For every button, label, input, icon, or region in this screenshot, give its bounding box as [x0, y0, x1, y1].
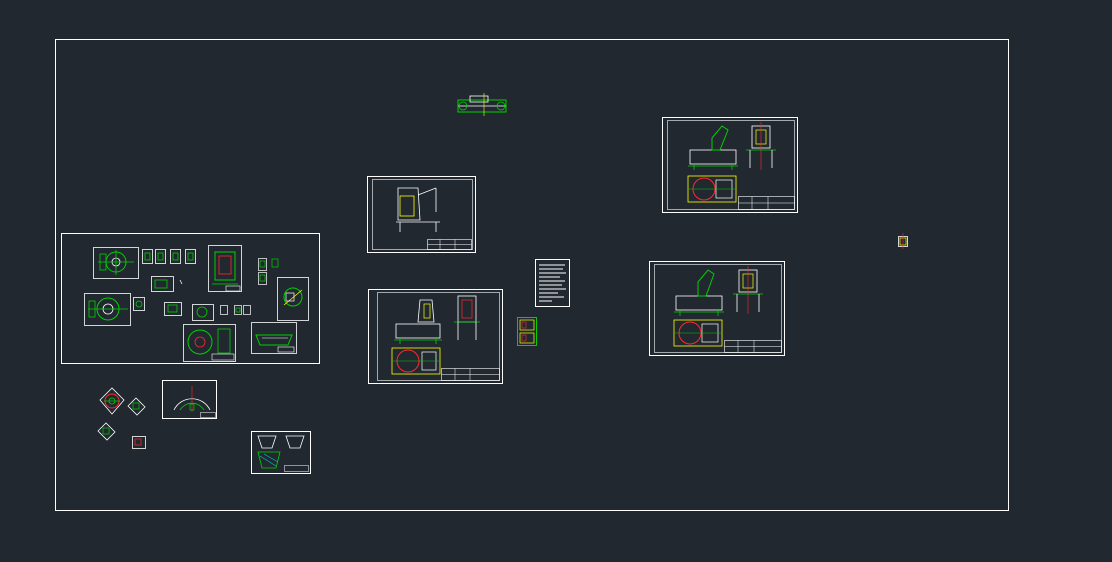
lower-left-loose[interactable]: [97, 387, 146, 449]
lower-left-sheet-1[interactable]: [162, 380, 217, 419]
lower-left-sheet-2[interactable]: [251, 431, 311, 474]
right-sheet-2[interactable]: [649, 261, 785, 356]
drawing-boundary-frame: [55, 39, 1009, 511]
parts-sheet-left[interactable]: [61, 233, 320, 364]
tiny-right-part[interactable]: [898, 233, 908, 249]
small-mid-parts[interactable]: [517, 317, 537, 346]
mid-sheet-1[interactable]: [367, 176, 476, 253]
notes-sheet[interactable]: [535, 259, 570, 307]
mid-sheet-2[interactable]: [368, 289, 503, 384]
right-sheet-1[interactable]: [662, 117, 798, 213]
top-small-part[interactable]: [457, 93, 507, 116]
